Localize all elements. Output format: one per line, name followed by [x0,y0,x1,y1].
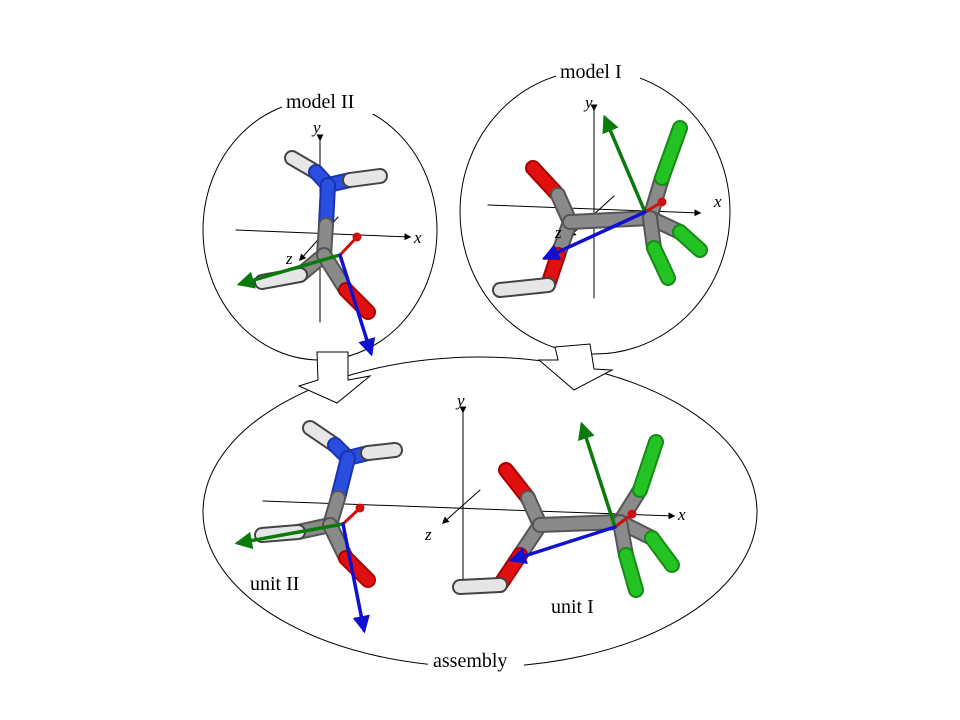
model-ii-label: model II [286,91,354,113]
model-ii-x-axis-label: x [413,228,422,247]
assembly-ellipse [202,356,758,668]
model-i-z-axis-label: z [554,223,562,242]
unit-ii-label: unit II [250,573,299,595]
model-i-circle [459,69,731,355]
assembly-y-axis-label: y [455,391,465,410]
assembly-molecules [234,406,680,634]
assembly-z-axis-label: z [424,525,432,544]
model-i-label: model I [560,61,622,83]
block-arrow-left [297,351,372,404]
assembly-x-axis-label: x [677,505,686,524]
model-i-x-axis-label: x [713,192,722,211]
model-ii-y-axis-label: y [311,118,321,137]
model-ii-z-axis-label: z [285,249,293,268]
model-i-molecule [487,104,708,299]
block-arrow-right [537,343,614,391]
model-i-y-axis-label: y [583,93,593,112]
assembly-label: assembly [433,650,507,672]
model-ii-molecule [235,134,412,357]
unit-i-label: unit I [551,596,594,618]
